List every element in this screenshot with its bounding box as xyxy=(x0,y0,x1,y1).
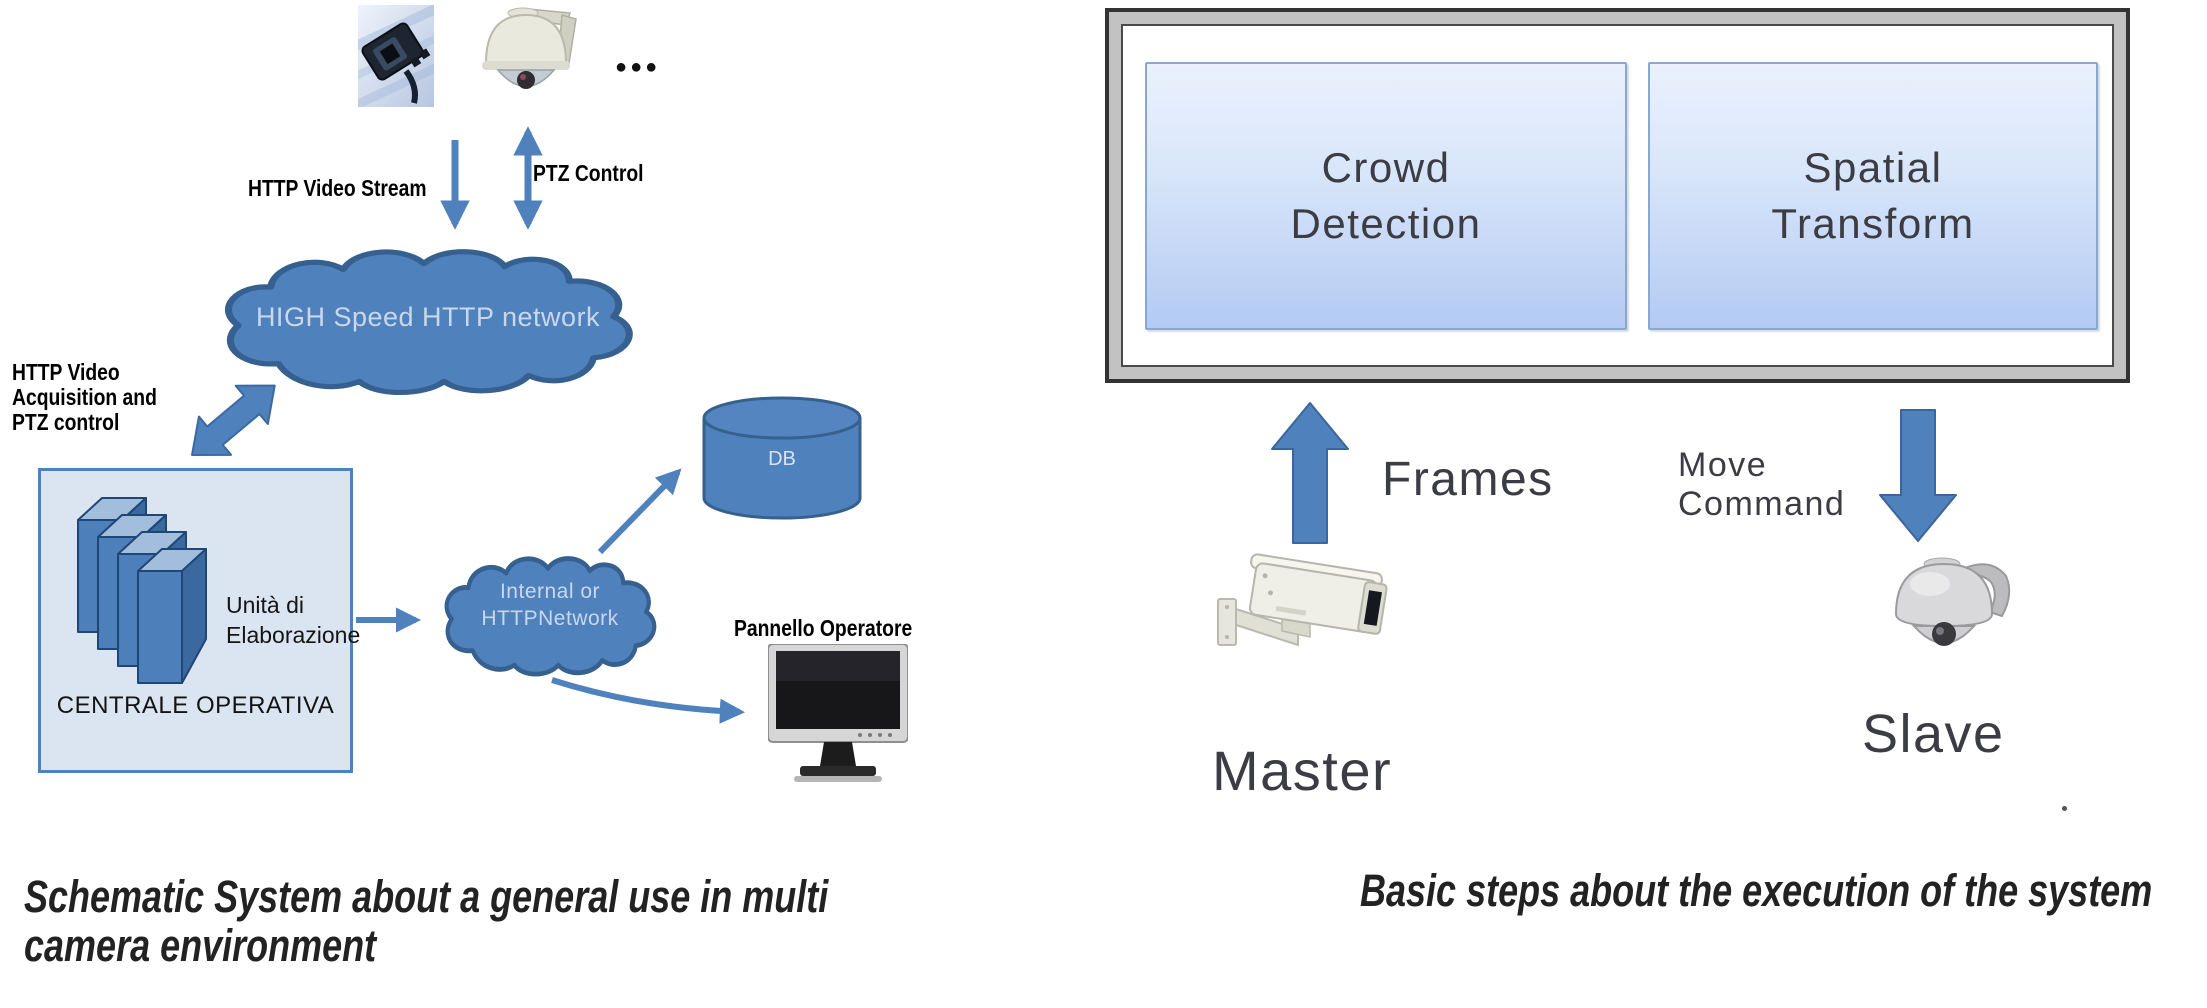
acquisition-line2: Acquisition and xyxy=(12,384,157,410)
move-command-arrow xyxy=(1879,409,1957,542)
right-caption: Basic steps about the execution of the s… xyxy=(1360,865,2153,916)
pannello-operatore-label: Pannello Operatore xyxy=(734,615,913,641)
left-caption-line1: Schematic System about a general use in … xyxy=(24,871,829,922)
left-caption: Schematic System about a general use in … xyxy=(24,872,828,970)
left-caption-line2: camera environment xyxy=(24,920,377,971)
internal-cloud-line1: Internal or xyxy=(499,580,601,603)
unita-line2: Elaborazione xyxy=(226,622,361,648)
move-command-line1: Move xyxy=(1678,446,1768,484)
spatial-transform-box: Spatial Transform xyxy=(1648,62,2098,330)
cloud-to-monitor-arrow xyxy=(551,677,746,724)
centrale-operativa-label: CENTRALE OPERATIVA xyxy=(56,692,335,719)
slave-camera-image xyxy=(1894,557,2011,646)
fixed-camera-image xyxy=(358,5,434,107)
crowd-detection-line2: Detection xyxy=(1290,200,1482,247)
internal-network-cloud xyxy=(444,556,657,677)
unita-line1: Unità di xyxy=(226,592,304,618)
acquisition-double-arrow xyxy=(191,384,276,456)
spatial-transform-line2: Transform xyxy=(1771,200,1975,247)
operator-monitor-icon xyxy=(768,644,908,782)
ellipsis-icon: ●●● xyxy=(615,56,661,78)
http-video-stream-label: HTTP Video Stream xyxy=(248,175,427,201)
internal-cloud-label: Internal or HTTPNetwork xyxy=(435,578,665,632)
crowd-detection-line1: Crowd xyxy=(1321,144,1451,191)
spatial-transform-line1: Spatial xyxy=(1803,144,1943,191)
acquisition-label: HTTP Video Acquisition and PTZ control xyxy=(12,360,157,435)
db-cylinder xyxy=(702,396,862,520)
cloud-to-db-arrow xyxy=(597,468,682,555)
frames-arrow xyxy=(1271,402,1349,544)
acquisition-line3: PTZ control xyxy=(12,409,120,435)
db-label: DB xyxy=(768,448,796,470)
internal-cloud-line2: HTTPNetwork xyxy=(481,607,619,630)
master-label: Master xyxy=(1212,739,1393,802)
move-command-label: Move Command xyxy=(1678,446,1845,524)
crowd-detection-box: Crowd Detection xyxy=(1145,62,1627,330)
main-cloud-label: HIGH Speed HTTP network xyxy=(255,302,601,332)
ptz-camera-image xyxy=(482,7,577,89)
master-camera-image xyxy=(1217,553,1388,647)
frames-label: Frames xyxy=(1382,453,1554,506)
ptz-control-label: PTZ Control xyxy=(533,160,644,186)
unita-elaborazione-label: Unità di Elaborazione xyxy=(226,590,360,650)
stray-dot xyxy=(2062,806,2067,811)
processing-units-icon xyxy=(77,497,207,684)
slave-label: Slave xyxy=(1862,704,2005,764)
acquisition-line1: HTTP Video xyxy=(12,359,120,385)
main-network-cloud xyxy=(224,249,633,395)
move-command-line2: Command xyxy=(1678,485,1846,523)
